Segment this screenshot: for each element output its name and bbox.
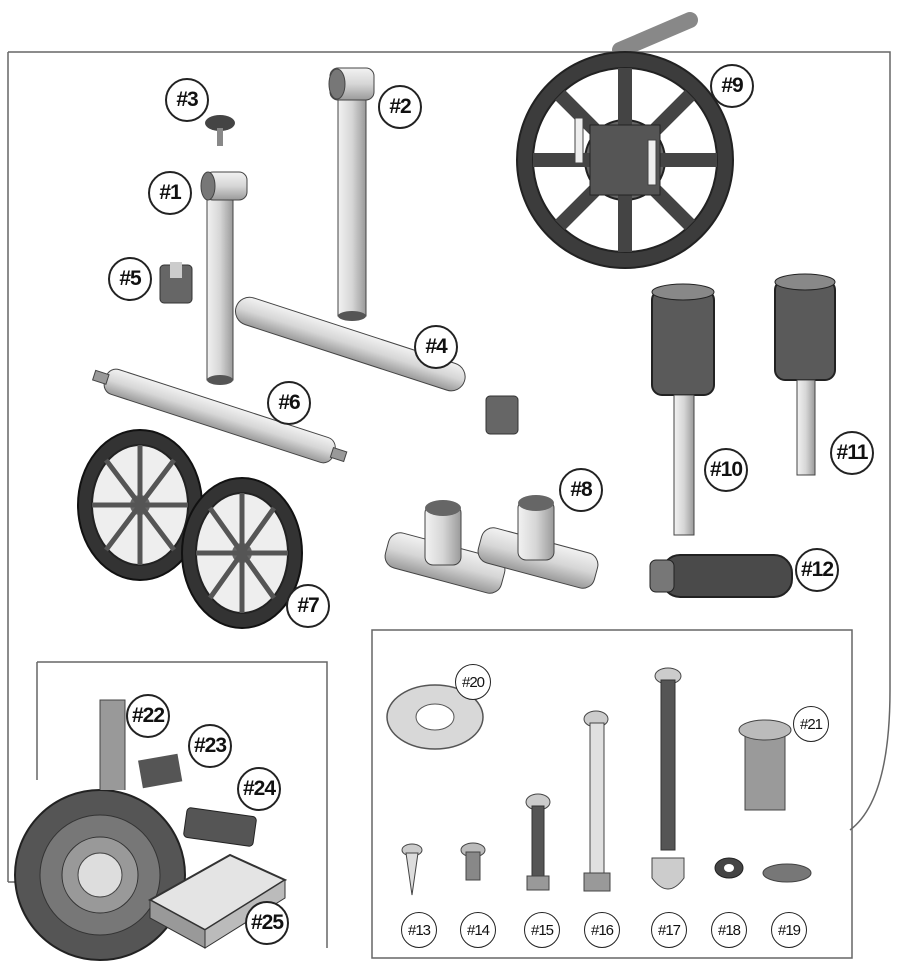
- part-12-handle-grip: [649, 554, 793, 598]
- part-8-tee-connectors: [384, 495, 599, 594]
- hardware-panel-border: [371, 629, 853, 959]
- part-17-bolt: [651, 667, 685, 890]
- part-7-wheels: [77, 429, 303, 629]
- label-21: #21: [793, 706, 829, 742]
- part-14-bolt: [460, 842, 486, 881]
- label-5: #5: [108, 257, 152, 301]
- label-7: #7: [286, 584, 330, 628]
- part-16-bolt: [583, 710, 611, 892]
- part-4-cap: [485, 395, 519, 435]
- part-15-bolt: [525, 793, 551, 891]
- label-12: #12: [795, 548, 839, 592]
- tape-roll-kit: [14, 699, 288, 961]
- label-22: #22: [126, 694, 170, 738]
- part-21-spacer: [738, 719, 792, 811]
- label-13: #13: [401, 912, 437, 948]
- label-9: #9: [710, 64, 754, 108]
- part-20-washer: [386, 684, 484, 750]
- part-2-upright: [328, 67, 375, 321]
- part-5-bushing: [159, 262, 193, 304]
- label-10: #10: [704, 448, 748, 492]
- part-10-reel-end: [651, 283, 715, 536]
- label-20: #20: [455, 664, 491, 700]
- label-25: #25: [245, 901, 289, 945]
- label-2: #2: [378, 85, 422, 129]
- label-18: #18: [711, 912, 747, 948]
- label-3: #3: [165, 78, 209, 122]
- part-1-upright: [200, 171, 248, 385]
- part-13-screw: [401, 843, 423, 896]
- part-3-knob: [205, 115, 235, 146]
- label-17: #17: [651, 912, 687, 948]
- bottom-left-panel-border: [37, 661, 328, 948]
- part-19-disc: [762, 863, 812, 883]
- part-11-reel-end: [774, 273, 836, 476]
- main-panel-border: [8, 51, 891, 831]
- label-16: #16: [584, 912, 620, 948]
- part-6-axle: [91, 368, 348, 464]
- label-8: #8: [559, 468, 603, 512]
- label-4: #4: [414, 325, 458, 369]
- label-23: #23: [188, 724, 232, 768]
- label-6: #6: [267, 381, 311, 425]
- label-11: #11: [830, 431, 874, 475]
- label-1: #1: [148, 171, 192, 215]
- part-9-reel-wheel: [516, 12, 734, 269]
- label-24: #24: [237, 767, 281, 811]
- part-18-nut: [714, 857, 744, 879]
- part-4-tube: [234, 296, 466, 392]
- label-15: #15: [524, 912, 560, 948]
- label-14: #14: [460, 912, 496, 948]
- label-19: #19: [771, 912, 807, 948]
